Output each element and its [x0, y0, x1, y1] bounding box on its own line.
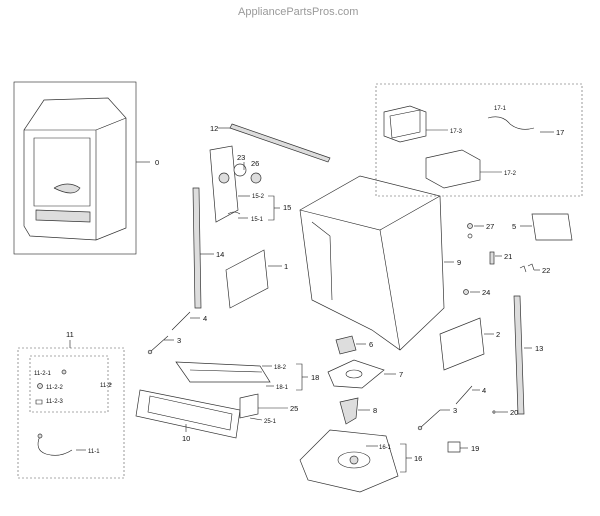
label-7: 7 [399, 370, 403, 379]
label-8: 8 [373, 406, 377, 415]
label-20: 20 [510, 408, 518, 417]
part-14-side-strip: 14 [192, 187, 224, 309]
parts-19-20: 19 20 [447, 408, 518, 453]
label-18-1: 18-1 [276, 385, 289, 391]
part-0-tub-assembly: 0 [13, 81, 159, 255]
label-11-2-1: 11-2-1 [34, 371, 52, 377]
label-16: 16 [414, 454, 422, 463]
label-25: 25 [290, 404, 298, 413]
label-3-left: 3 [177, 336, 181, 345]
part-25-cover: 25 25-1 [239, 393, 298, 425]
label-18: 18 [311, 373, 319, 382]
part-16-base: 16-1 16 [299, 429, 422, 493]
label-4-left: 4 [203, 314, 207, 323]
part-15-control-bracket: 23 26 15-2 15-1 15 [209, 145, 291, 223]
part-17-group: 17-3 17-2 17-1 17 [375, 83, 583, 197]
label-18-2: 18-2 [274, 365, 287, 371]
label-21: 21 [504, 252, 512, 261]
part-1-side-panel: 1 [225, 249, 288, 309]
label-13: 13 [535, 344, 543, 353]
part-7-plate: 7 [327, 359, 403, 389]
label-16-1: 16-1 [379, 445, 392, 451]
part-11-group: 11 11-2-1 11-2-2 11-2-3 11-2 11-1 [17, 330, 125, 479]
label-11-2-3: 11-2-3 [46, 399, 64, 405]
label-19: 19 [471, 444, 479, 453]
part-12-strip: 12 [210, 123, 331, 163]
part-9-cabinet: 9 [299, 175, 461, 351]
part-13-side-strip: 13 [513, 295, 543, 415]
label-11: 11 [66, 330, 74, 339]
label-25-1: 25-1 [264, 419, 277, 425]
label-11-1: 11-1 [88, 449, 100, 455]
label-9: 9 [457, 258, 461, 267]
part-18-base-tray: 18-2 18-1 18 [175, 361, 319, 391]
label-17-1: 17-1 [494, 106, 507, 112]
parts-4-3-right: 4 3 [417, 385, 486, 431]
label-15: 15 [283, 203, 291, 212]
part-5-vent: 5 [512, 213, 573, 241]
part-6-valve: 6 [335, 335, 373, 355]
label-15-1: 15-1 [251, 217, 264, 223]
label-12: 12 [210, 124, 218, 133]
label-17: 17 [556, 128, 564, 137]
label-24: 24 [482, 288, 490, 297]
label-27: 27 [486, 222, 494, 231]
part-2-side-panel: 2 [439, 317, 500, 371]
label-17-3: 17-3 [450, 129, 463, 135]
label-0: 0 [155, 158, 159, 167]
label-4-right: 4 [482, 386, 486, 395]
label-15-2: 15-2 [252, 194, 265, 200]
label-11-2-2: 11-2-2 [46, 385, 64, 391]
watermark: AppliancePartsPros.com [238, 6, 359, 18]
label-6: 6 [369, 340, 373, 349]
part-10-kickplate: 10 [135, 389, 241, 443]
label-5: 5 [512, 222, 516, 231]
label-22: 22 [542, 266, 550, 275]
label-3-right: 3 [453, 406, 457, 415]
label-14: 14 [216, 250, 224, 259]
label-2: 2 [496, 330, 500, 339]
label-17-2: 17-2 [504, 171, 517, 177]
small-fasteners: 27 21 22 24 [463, 222, 550, 297]
parts-4-3-left: 4 3 [147, 311, 207, 355]
label-26: 26 [251, 159, 259, 168]
label-10: 10 [182, 434, 190, 443]
part-8-bracket: 8 [339, 397, 377, 425]
label-11-2: 11-2 [100, 383, 112, 389]
label-1: 1 [284, 262, 288, 271]
label-23: 23 [237, 153, 245, 162]
